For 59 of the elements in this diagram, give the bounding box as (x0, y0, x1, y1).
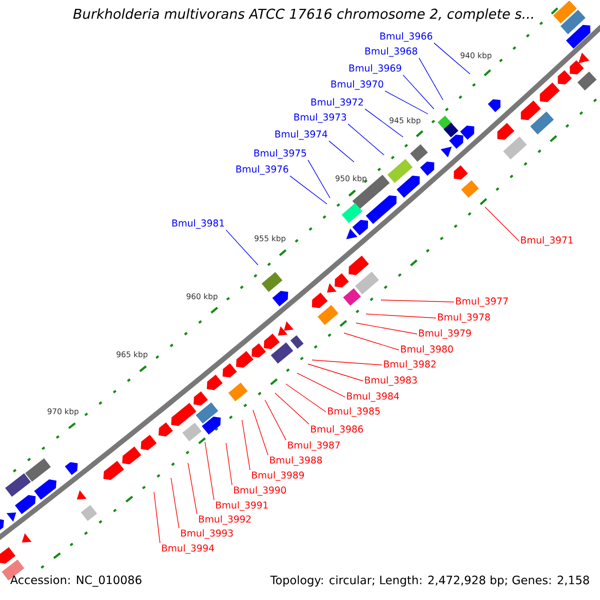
gene-label: Bmul_3966 (380, 32, 432, 42)
leader-line (226, 230, 258, 266)
gene-label: Bmul_3991 (216, 501, 268, 511)
gene-label: Bmul_3969 (349, 64, 402, 74)
gene-label: Bmul_3983 (365, 376, 417, 386)
gene-label: Bmul_3977 (456, 297, 508, 307)
gene-label: Bmul_3970 (331, 80, 384, 90)
accession-text: Accession: NC_010086 (10, 575, 142, 587)
leader-line (364, 108, 404, 138)
leader-line (384, 90, 428, 114)
leader-line (402, 74, 434, 110)
gene-label: Bmul_3986 (311, 425, 363, 435)
leader-line (286, 384, 326, 412)
leader-line (328, 140, 354, 162)
leader-line (296, 372, 346, 398)
leader-line (308, 364, 364, 382)
gene-label: Bmul_3988 (270, 456, 322, 466)
leader-line (356, 322, 418, 334)
gene-label: Bmul_3968 (365, 47, 418, 57)
topology-text: Topology: circular; Length: 2,472,928 bp; Genes: 2,158 (270, 575, 590, 587)
title: Burkholderia multivorans ATCC 17616 chromosome 2, complete s... (73, 8, 533, 22)
gene-label: Bmul_3972 (311, 98, 363, 108)
gene-label: Bmul_3993 (181, 529, 233, 539)
leader-line (226, 442, 232, 486)
gene-label: Bmul_3994 (162, 544, 214, 554)
leader-line (434, 42, 470, 74)
gene-label: Bmul_3990 (234, 486, 286, 496)
gene-label: Bmul_3975 (254, 149, 306, 159)
leader-line (252, 410, 268, 456)
gene-label: Bmul_3982 (384, 360, 436, 370)
gene-label: Bmul_3974 (275, 130, 328, 140)
leader-line (380, 300, 454, 302)
gene-label: Bmul_3989 (252, 471, 304, 481)
gene-label: Bmul_3978 (438, 313, 490, 323)
gene-label: Bmul_3987 (288, 441, 340, 451)
leader-line (188, 462, 198, 514)
leader-line (484, 206, 520, 242)
gene-label: Bmul_3979 (419, 329, 471, 339)
leader-line (348, 124, 384, 156)
leader-line (204, 442, 214, 500)
leader-line (274, 392, 310, 424)
leader-line (170, 478, 180, 528)
leader-line (308, 160, 330, 198)
gene-label: Bmul_3981 (172, 219, 224, 229)
gene-label: Bmul_3984 (347, 392, 400, 402)
gene-label: Bmul_3976 (236, 165, 288, 175)
leader-line (154, 492, 160, 544)
leader-line (366, 314, 436, 318)
gene-label: Bmul_3980 (401, 345, 453, 355)
leader-line (264, 400, 286, 440)
leader-line (242, 420, 250, 470)
gene-label: Bmul_3971 (521, 236, 573, 246)
leader-line (290, 176, 328, 204)
gene-label: Bmul_3985 (328, 407, 380, 417)
leader-line (418, 58, 444, 100)
leader-line (344, 332, 400, 350)
gene-label: Bmul_3973 (294, 113, 346, 123)
leader-line (312, 360, 382, 366)
gene-label: Bmul_3992 (199, 515, 251, 525)
